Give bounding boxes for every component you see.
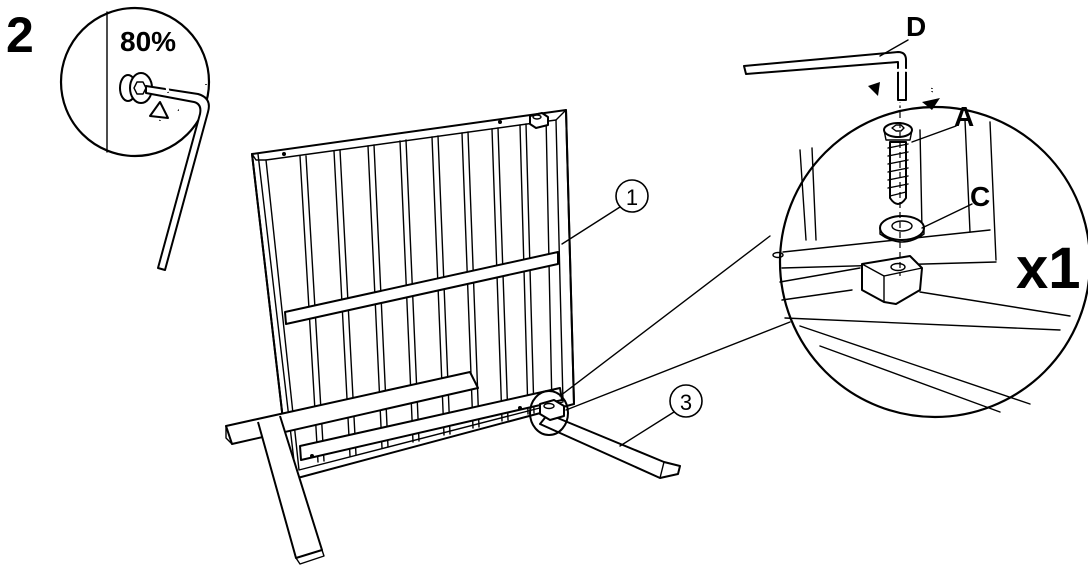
left-foot [225,371,479,565]
joint-highlight [529,390,569,436]
right-foot [539,399,681,479]
allen-key-d: D [743,11,940,110]
part-label-a: A [954,101,974,132]
callout-frame: 1 [561,179,649,245]
allen-key-icon [145,85,210,271]
torque-label: 80% [120,26,176,57]
step-number: 2 [6,7,34,63]
callout-frame-label: 1 [626,185,638,210]
part-label-c: C [970,181,990,212]
callout-foot: 3 [619,384,703,447]
headboard-frame [251,109,575,481]
callout-foot-label: 3 [680,390,692,415]
washer-icon [879,215,925,243]
rotation-arrow-icon [149,59,208,121]
screw-icon [883,122,913,205]
joint-detail: x1 [772,92,1088,419]
quantity-label: x1 [1016,236,1081,301]
part-label-d: D [906,11,926,42]
torque-detail: 80% [59,6,211,271]
